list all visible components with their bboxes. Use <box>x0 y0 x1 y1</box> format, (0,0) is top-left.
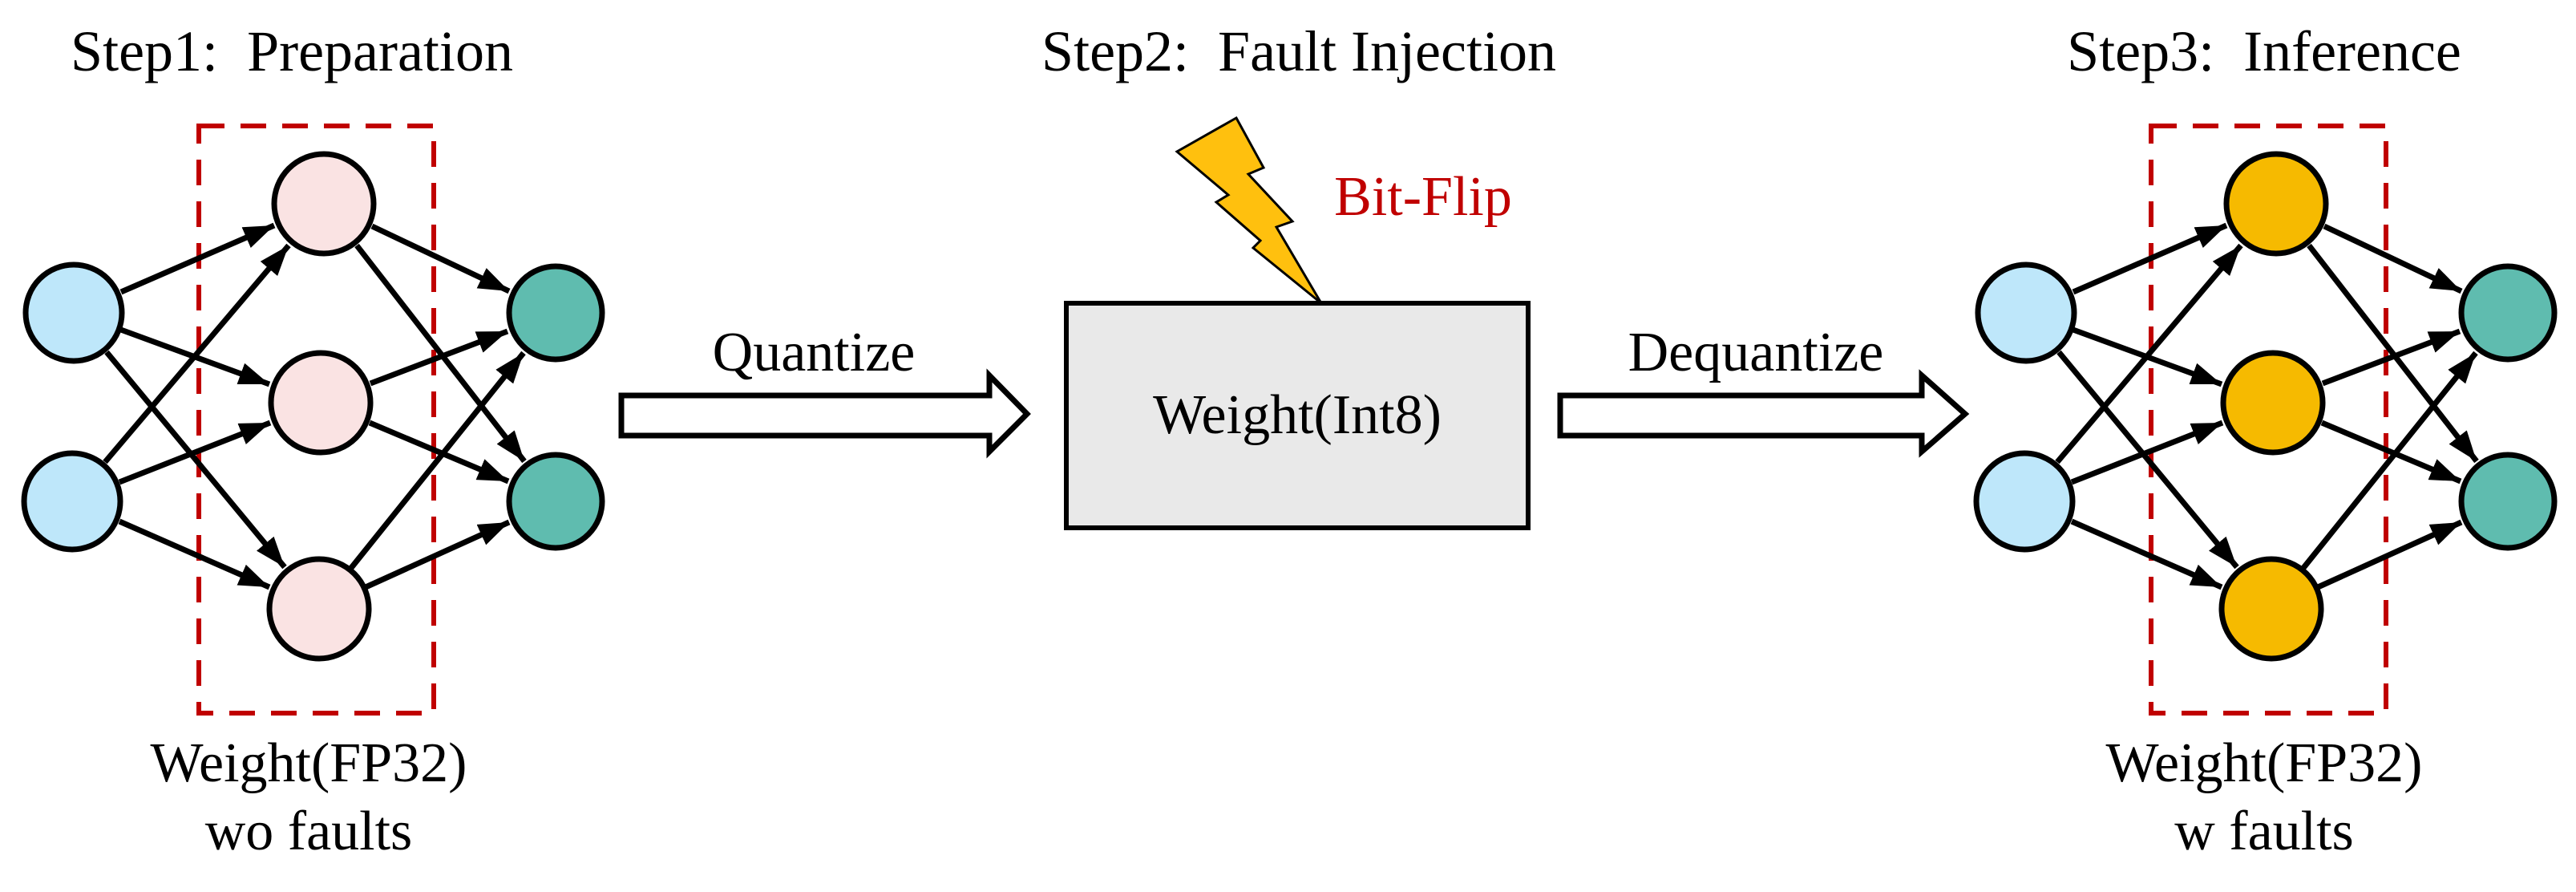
edge-arrow <box>2072 222 2228 295</box>
weight-int8-box <box>1064 301 1531 530</box>
edge-arrow <box>2321 328 2461 387</box>
step1-title: Step1: Preparation <box>71 19 513 83</box>
lightning-bolt-icon <box>1175 116 1323 305</box>
step1-network <box>21 124 605 716</box>
edge-arrow <box>2307 243 2479 464</box>
quantize-label: Quantize <box>712 322 916 383</box>
step3-caption-weight: Weight(FP32) <box>2105 732 2423 794</box>
input-node <box>22 262 125 364</box>
step2-title: Step2: Fault Injection <box>1041 19 1556 83</box>
edge-arrow <box>103 243 291 464</box>
edge-arrow <box>118 420 272 485</box>
edge-arrow <box>2316 519 2463 590</box>
hidden-layer-dashed-box <box>196 124 436 716</box>
edge-arrow <box>2070 518 2223 590</box>
edge-arrow <box>119 222 276 295</box>
edge-arrow <box>369 328 509 387</box>
edge-arrow <box>104 350 287 570</box>
edge-arrow <box>364 519 511 590</box>
step1-edges <box>103 222 527 590</box>
quantize-block-arrow <box>618 368 1031 459</box>
hidden-node-faulty <box>2218 556 2324 662</box>
edge-arrow <box>354 243 527 464</box>
step3-title: Step3: Inference <box>2067 19 2461 83</box>
hidden-layer-dashed-box <box>2149 124 2388 716</box>
step1-caption-weight: Weight(FP32) <box>150 732 467 794</box>
edge-arrow <box>118 518 271 590</box>
input-node <box>1973 450 2076 553</box>
output-node <box>506 263 605 363</box>
hidden-node-faulty <box>2223 151 2329 257</box>
edge-arrow <box>2070 420 2224 485</box>
hidden-node <box>271 151 377 257</box>
edge-arrow <box>2320 420 2462 485</box>
output-node <box>506 452 605 551</box>
step1-caption-faults: wo faults <box>204 801 413 862</box>
weight-int8-label: Weight(Int8) <box>1153 384 1442 446</box>
dequantize-block-arrow <box>1557 369 1970 458</box>
output-node <box>2458 263 2558 363</box>
dequantize-label: Dequantize <box>1628 322 1884 383</box>
input-node <box>1975 262 2077 364</box>
hidden-node-faulty <box>2220 350 2326 456</box>
edge-arrow <box>2323 223 2463 294</box>
edge-arrow <box>368 420 510 485</box>
input-node <box>21 450 123 553</box>
step3-edges <box>2055 222 2479 590</box>
edge-arrow <box>2056 350 2239 570</box>
edge-arrow <box>370 223 511 294</box>
step3-caption-faults: w faults <box>2174 801 2354 862</box>
edge-arrow <box>349 351 526 570</box>
bit-flip-label: Bit-Flip <box>1334 166 1512 228</box>
edge-arrow <box>2301 351 2478 570</box>
hidden-node <box>268 350 374 456</box>
hidden-node <box>266 556 372 662</box>
edge-arrow <box>2055 243 2243 464</box>
output-node <box>2458 452 2558 551</box>
step3-network <box>1973 124 2558 716</box>
